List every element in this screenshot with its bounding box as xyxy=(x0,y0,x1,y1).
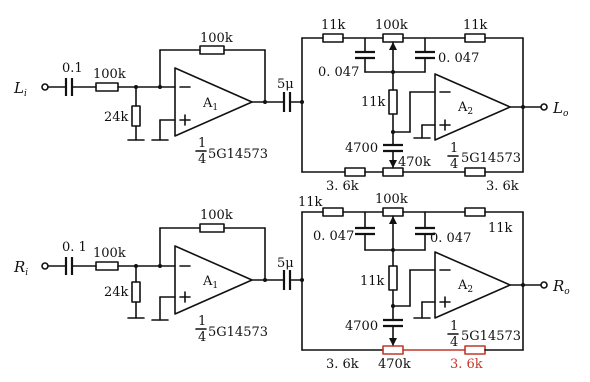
resistor-fb-L xyxy=(199,45,225,55)
opamp-A1-part-L: 5G14573 xyxy=(208,147,268,162)
input-label-L: Li xyxy=(13,79,27,99)
channel-left: Li 0.1 100k 24k 100k xyxy=(13,18,569,194)
resistor-mid-R xyxy=(388,265,398,291)
pot-bottom-R xyxy=(382,345,404,355)
opamp-A2-part-R: 5G14573 xyxy=(461,329,521,344)
resistor-top-left-value-R: 11k xyxy=(298,195,323,210)
output-terminal-R xyxy=(540,281,548,289)
resistor-bot-right-L xyxy=(464,167,486,177)
opamp-A1-frac-den-R: 4 xyxy=(198,330,206,345)
capacitor-in-L xyxy=(64,78,74,96)
resistor-fb-R xyxy=(199,223,225,233)
resistor-mid-value-L: 11k xyxy=(361,95,386,110)
opamp-A1-label-L: A1 xyxy=(202,96,218,113)
resistor-gnd-L xyxy=(131,105,141,127)
resistor-in-value-L: 100k xyxy=(93,67,126,82)
opamp-A2-frac-den-R: 4 xyxy=(450,335,458,350)
channel-right: Ri 0. 1 100k 24k 100k A1 xyxy=(13,192,570,372)
cap-right-value-L: 0. 047 xyxy=(438,51,479,66)
resistor-top-right-value-R: 11k xyxy=(488,221,513,236)
opamp-A2-label-L: A2 xyxy=(457,100,473,117)
resistor-gnd-value-L: 24k xyxy=(104,110,129,125)
opamp-A2-part-L: 5G14573 xyxy=(461,151,521,166)
opamp-A1-frac-num-L: 1 xyxy=(198,136,206,151)
cap-right-value-R: 0. 047 xyxy=(430,231,471,246)
opamp-A2-L xyxy=(434,73,511,141)
resistor-top-left-R xyxy=(322,207,344,217)
resistor-bot-right-value-L: 3. 6k xyxy=(486,179,519,194)
cap-in-value-R: 0. 1 xyxy=(62,240,87,255)
opamp-A2-frac-num-R: 1 xyxy=(450,319,458,334)
pot-top-value-L: 100k xyxy=(375,18,408,33)
opamp-A2-frac-num-L: 1 xyxy=(450,141,458,156)
resistor-top-right-value-L: 11k xyxy=(463,18,488,33)
resistor-top-left-value-L: 11k xyxy=(321,18,346,33)
resistor-bot-left-L xyxy=(344,167,366,177)
opamp-A2-label-R: A2 xyxy=(457,278,473,295)
resistor-fb-value-R: 100k xyxy=(200,208,233,223)
resistor-fb-value-L: 100k xyxy=(200,31,233,46)
cap-left-value-R: 0. 047 xyxy=(313,229,354,244)
opamp-A2-R xyxy=(434,251,511,319)
opamp-A1-label-R: A1 xyxy=(202,274,218,291)
resistor-gnd-value-R: 24k xyxy=(104,285,129,300)
output-label-L: Lo xyxy=(552,99,569,119)
pot-top-value-R: 100k xyxy=(375,192,408,207)
output-label-R: Ro xyxy=(552,277,570,297)
cap-in-value-L: 0.1 xyxy=(62,61,83,76)
capacitor-couple-R xyxy=(282,270,292,290)
resistor-bot-right-R xyxy=(464,345,486,355)
pot-top-R xyxy=(382,207,404,217)
opamp-A1-frac-num-R: 1 xyxy=(198,314,206,329)
input-label-R: Ri xyxy=(13,258,28,278)
cap-couple-value-R: 5μ xyxy=(277,256,294,271)
resistor-mid-L xyxy=(388,89,398,115)
resistor-bot-left-value-L: 3. 6k xyxy=(326,179,359,194)
output-terminal-L xyxy=(540,103,548,111)
pot-bottom-value-L: 470k xyxy=(398,155,431,170)
resistor-top-left-L xyxy=(322,33,344,43)
resistor-top-right-L xyxy=(464,33,486,43)
opamp-A1-R xyxy=(174,245,253,315)
pot-top-L xyxy=(382,33,404,43)
pot-bottom-value-R: 470k xyxy=(378,357,411,372)
cap-bottom-value-R: 4700 xyxy=(345,319,378,334)
cap-bottom-value-L: 4700 xyxy=(345,141,378,156)
resistor-in-value-R: 100k xyxy=(93,246,126,261)
opamp-A1-L xyxy=(174,67,253,137)
input-terminal-L xyxy=(41,83,49,91)
resistor-in-R xyxy=(95,261,119,271)
capacitor-couple-L xyxy=(282,92,292,112)
resistor-bot-right-value-R: 3. 6k xyxy=(450,357,483,372)
opamp-A1-frac-den-L: 4 xyxy=(198,152,206,167)
resistor-gnd-R xyxy=(131,281,141,303)
cap-couple-value-L: 5μ xyxy=(277,77,294,92)
resistor-top-right-R xyxy=(464,207,486,217)
resistor-mid-value-R: 11k xyxy=(360,274,385,289)
capacitor-in-R xyxy=(64,257,74,275)
cap-left-value-L: 0. 047 xyxy=(318,65,359,80)
resistor-bot-left-value-R: 3. 6k xyxy=(326,357,359,372)
opamp-A1-part-R: 5G14573 xyxy=(208,325,268,340)
opamp-A2-frac-den-L: 4 xyxy=(450,157,458,172)
resistor-in-L xyxy=(95,82,119,92)
input-terminal-R xyxy=(41,262,49,270)
